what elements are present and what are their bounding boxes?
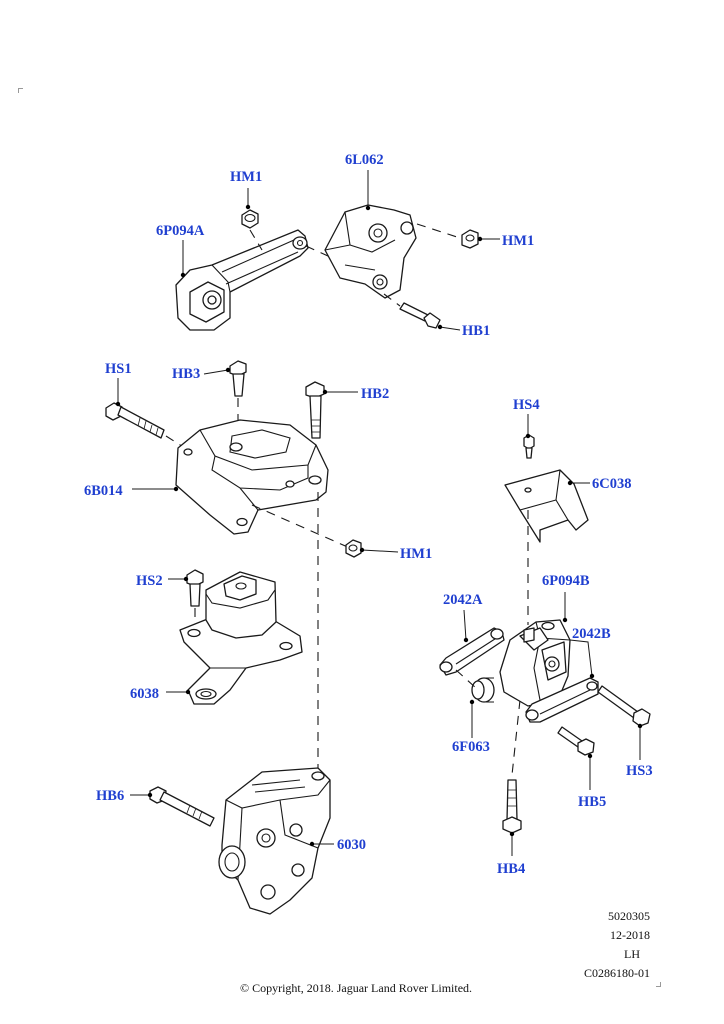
part-HB2-bolt [305,381,325,439]
part-6L062-bracket [324,204,417,299]
callout-HS3: HS3 [626,763,653,779]
part-6038-mount [179,571,303,705]
callout-HB6: HB6 [96,788,124,804]
callout-6C038: 6C038 [592,476,631,492]
part-2042A-link [439,627,505,676]
callout-HB3: HB3 [172,366,200,382]
part-6P094B-mount [499,619,571,707]
part-HM1-nut-right [461,229,479,249]
crop-mark-top-left [18,88,23,93]
callout-6038: 6038 [130,686,159,702]
part-HB1-bolt [399,302,441,329]
callout-2042B: 2042B [572,626,611,642]
part-2042B-link [525,677,599,723]
part-6030-bracket [218,767,331,915]
callout-HM1-right: HM1 [502,233,534,249]
part-HS3-bolt [597,685,651,727]
callout-6P094A: 6P094A [156,223,205,239]
part-HM1-nut-top [241,209,259,229]
callout-HS2: HS2 [136,573,163,589]
part-HS2-bolt [186,569,204,607]
callout-6030: 6030 [337,837,366,853]
callout-HB4: HB4 [497,861,525,877]
reference-number: 5020305 [608,909,650,923]
callout-HB5: HB5 [578,794,606,810]
part-HB3-bolt [229,360,247,397]
diagram-code: C0286180-01 [584,966,650,980]
callout-6F063: 6F063 [452,739,490,755]
part-HB4-bolt [502,779,522,834]
callout-HS1: HS1 [105,361,132,377]
part-HS1-bolt [105,402,165,439]
part-HM1-nut-mid [345,539,362,558]
part-6B014-bracket [175,419,329,535]
callout-HB2: HB2 [361,386,389,402]
part-6F063-bush [471,677,495,703]
diagram-side: LH [624,947,640,961]
callout-HM1-top: HM1 [230,169,262,185]
leader-lines [115,170,643,856]
diagram-date: 12-2018 [610,928,650,942]
part-6C038-cover [504,469,589,543]
callout-HS4: HS4 [513,397,540,413]
callout-labels: HM1 6L062 6P094A HM1 HB1 HS1 HB3 HB2 6B0… [84,152,653,877]
part-6P094A-torque-rod [175,229,309,331]
callout-HM1-mid: HM1 [400,546,432,562]
crop-mark-bottom-right [656,982,661,987]
callout-6L062: 6L062 [345,152,384,168]
callout-HB1: HB1 [462,323,490,339]
callout-6B014: 6B014 [84,483,123,499]
copyright-notice: © Copyright, 2018. Jaguar Land Rover Lim… [239,981,473,995]
part-HB5-bolt [557,726,595,756]
callout-6P094B: 6P094B [542,573,590,589]
part-HS4-screw [523,434,535,459]
callout-2042A: 2042A [443,592,483,608]
part-HB6-bolt [149,786,215,827]
